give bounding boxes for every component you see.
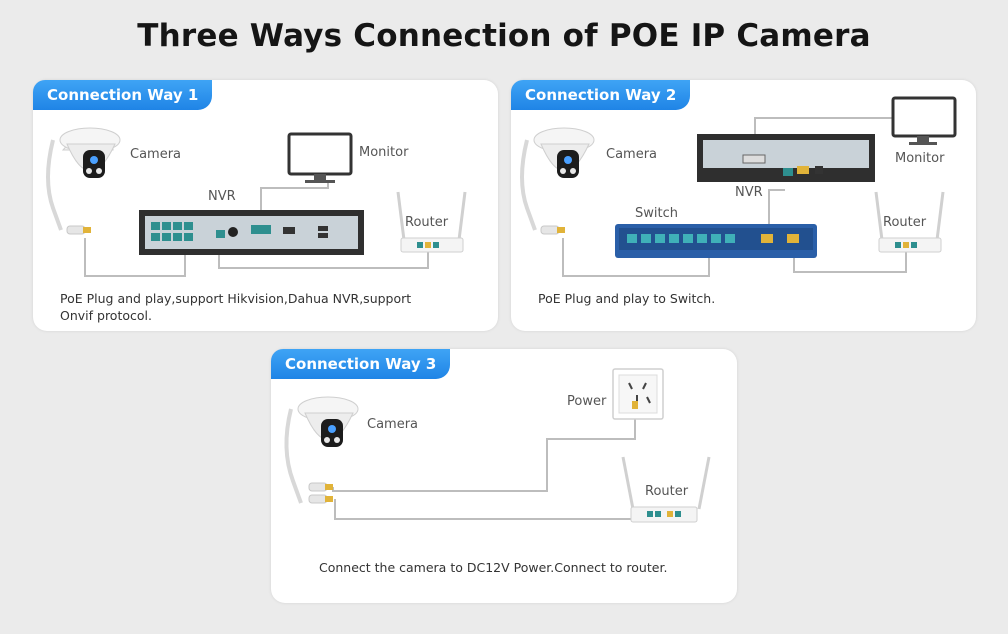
connection-way-1-diagram: Camera Monitor NVR Router [46,127,467,277]
connection-way-3-diagram: Camera Power Router [284,368,711,523]
router-icon [621,456,711,523]
switch-label: Switch [635,206,678,221]
poe-ports [151,222,193,241]
switch-icon [615,224,817,258]
connection-way-2-panel: Connection Way 2 Camera [511,80,976,331]
connection-way-3-tab: Connection Way 3 [271,349,451,379]
nvr-label: NVR [208,189,236,204]
monitor-label: Monitor [895,151,945,166]
camera-label: Camera [606,147,657,162]
router-icon [396,191,467,253]
connection-way-2-diagram: Camera NVR Monitor Switch [520,96,957,277]
router-label: Router [645,484,689,499]
connection-way-1-panel: Connection Way 1 Camera Monitor [33,80,498,331]
camera-label: Camera [367,417,418,432]
router-label: Router [883,215,927,230]
connection-way-2-tab: Connection Way 2 [511,80,691,110]
camera-icon [520,127,595,235]
monitor-label: Monitor [359,145,409,160]
nvr-icon [139,210,364,255]
power-label: Power [567,394,607,409]
monitor-icon [287,132,353,183]
monitor-icon [891,96,957,145]
connection-way-3-panel: Connection Way 3 Camera Power [271,349,737,603]
connection-way-1-tab: Connection Way 1 [33,80,213,110]
connection-way-2-description: PoE Plug and play to Switch. [538,291,716,306]
camera-icon [46,127,121,235]
page-title: Three Ways Connection of POE IP Camera [137,18,871,54]
nvr-icon [697,134,875,182]
router-icon [874,191,945,253]
nvr-label: NVR [735,185,763,200]
router-label: Router [405,215,449,230]
power-outlet-icon [612,368,664,420]
camera-icon [284,396,359,504]
cable [84,180,429,277]
connection-way-3-description: Connect the camera to DC12V Power.Connec… [319,560,668,575]
connection-way-1-description: PoE Plug and play,support Hikvision,Dahu… [60,291,412,323]
camera-label: Camera [130,147,181,162]
